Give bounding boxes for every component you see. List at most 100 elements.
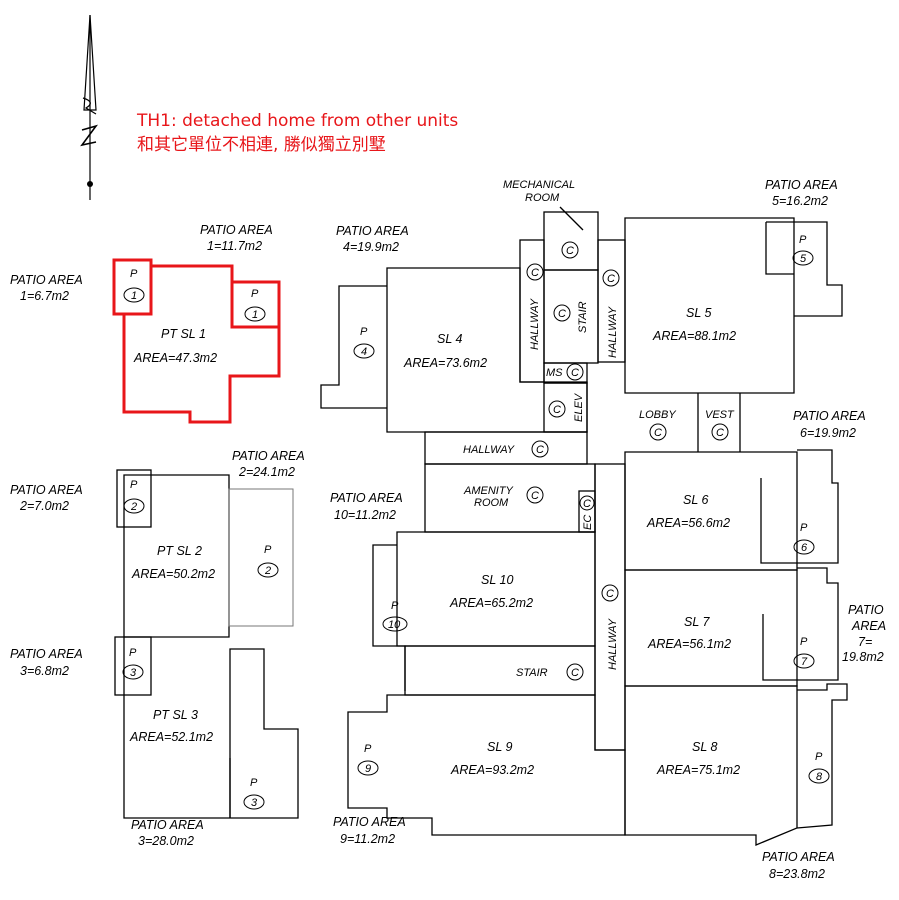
unit-area: AREA=75.1m2 <box>656 763 740 777</box>
svg-text:3: 3 <box>251 797 258 809</box>
amenity-room-label-2: ROOM <box>474 497 509 509</box>
unit-area: AREA=73.6m2 <box>403 356 487 370</box>
unit-area: AREA=56.6m2 <box>646 516 730 530</box>
svg-text:PATIO AREA: PATIO AREA <box>10 273 83 287</box>
mechanical-room-label: MECHANICAL <box>503 179 575 191</box>
patio-label-7: PATIO AREA 7= 19.8m2 <box>842 603 886 664</box>
unit-pt-sl1-outline <box>112 258 281 424</box>
unit-area: AREA=52.1m2 <box>129 730 213 744</box>
common-marker: C <box>531 440 549 458</box>
patio-label-10: PATIO AREA 10=11.2m2 <box>330 491 403 522</box>
patio-marker-3b: P 3 <box>243 777 265 810</box>
svg-text:C: C <box>607 273 615 285</box>
patio-label-6: PATIO AREA 6=19.9m2 <box>793 409 866 440</box>
svg-text:PATIO AREA: PATIO AREA <box>10 647 83 661</box>
svg-text:PATIO: PATIO <box>848 603 884 617</box>
amenity-room-outline <box>424 463 596 533</box>
patio-marker-7: P 7 <box>793 636 815 669</box>
svg-text:19.8m2: 19.8m2 <box>842 650 884 664</box>
patio-marker-2b: P 2 <box>257 544 279 578</box>
unit-name: SL 5 <box>686 306 712 320</box>
svg-text:10: 10 <box>388 619 401 631</box>
vest-label: VEST <box>705 409 735 421</box>
common-marker: C C C C C C <box>526 241 620 418</box>
svg-text:4=19.9m2: 4=19.9m2 <box>343 240 399 254</box>
svg-text:1: 1 <box>252 309 258 321</box>
common-marker: C <box>601 584 619 602</box>
unit-sl5-outline <box>624 217 843 394</box>
svg-text:C: C <box>571 667 579 679</box>
unit-sl8-outline <box>624 683 848 846</box>
svg-text:C: C <box>716 427 724 439</box>
unit-name: SL 8 <box>692 740 718 754</box>
svg-text:PATIO AREA: PATIO AREA <box>10 483 83 497</box>
unit-area: AREA=65.2m2 <box>449 596 533 610</box>
svg-text:3=6.8m2: 3=6.8m2 <box>20 664 69 678</box>
svg-text:2=7.0m2: 2=7.0m2 <box>19 499 69 513</box>
patio-marker-5: P 5 <box>792 234 814 266</box>
svg-text:C: C <box>531 490 539 502</box>
svg-text:P: P <box>129 647 137 659</box>
unit-name: SL 9 <box>487 740 513 754</box>
patio-marker-1a: P 1 <box>123 268 145 303</box>
unit-area: AREA=56.1m2 <box>647 637 731 651</box>
svg-text:1=11.7m2: 1=11.7m2 <box>207 239 262 253</box>
lobby-vest-outline <box>697 393 741 452</box>
annotation-line-1: TH1: detached home from other units <box>136 111 458 131</box>
patio-label-2-upper: PATIO AREA 2=24.1m2 <box>232 449 305 479</box>
lobby-label: LOBBY <box>639 409 676 421</box>
svg-text:C: C <box>654 427 662 439</box>
svg-text:PATIO AREA: PATIO AREA <box>232 449 305 463</box>
unit-sl10-outline <box>372 531 596 691</box>
svg-text:C: C <box>553 404 561 416</box>
svg-text:C: C <box>558 308 566 320</box>
unit-name: PT SL 3 <box>153 708 198 722</box>
patio-marker-10: P 10 <box>382 600 408 632</box>
svg-text:9: 9 <box>365 763 371 775</box>
svg-text:AREA: AREA <box>851 619 886 633</box>
patio-label-2-left: PATIO AREA 2=7.0m2 <box>10 483 83 513</box>
patio-marker-2a: P 2 <box>123 479 145 514</box>
unit-name: PT SL 2 <box>157 544 202 558</box>
svg-text:C: C <box>583 498 591 510</box>
svg-text:P: P <box>250 777 258 789</box>
patio-marker-8: P 8 <box>808 751 830 784</box>
annotation-line-2: 和其它單位不相連, 勝似獨立別墅 <box>137 135 386 155</box>
patio-label-5: PATIO AREA 5=16.2m2 <box>765 178 838 208</box>
svg-text:P: P <box>815 751 823 763</box>
stair-label: STAIR <box>516 667 548 679</box>
hallway-label: HALLWAY <box>529 298 541 350</box>
svg-text:PATIO AREA: PATIO AREA <box>765 178 838 192</box>
svg-text:C: C <box>606 588 614 600</box>
unit-area: AREA=93.2m2 <box>450 763 534 777</box>
svg-text:8: 8 <box>816 771 823 783</box>
svg-text:1=6.7m2: 1=6.7m2 <box>20 289 69 303</box>
unit-name: SL 7 <box>684 615 711 629</box>
svg-text:P: P <box>264 544 272 556</box>
hallway-label: HALLWAY <box>607 306 619 358</box>
svg-text:PATIO AREA: PATIO AREA <box>762 850 835 864</box>
patio-marker-4: P 4 <box>353 326 375 359</box>
svg-text:C: C <box>536 444 544 456</box>
svg-text:P: P <box>251 288 259 300</box>
svg-text:PATIO AREA: PATIO AREA <box>330 491 403 505</box>
ms-label: MS <box>546 367 563 379</box>
patio-marker-6: P 6 <box>793 522 815 555</box>
patio-label-3-left: PATIO AREA 3=6.8m2 <box>10 647 83 678</box>
unit-area: AREA=47.3m2 <box>133 351 217 365</box>
svg-text:5: 5 <box>800 253 807 265</box>
common-marker: C <box>566 663 584 681</box>
svg-text:P: P <box>800 636 808 648</box>
north-arrow-icon <box>80 14 99 200</box>
unit-pt-sl2-outline <box>116 469 294 638</box>
svg-text:PATIO AREA: PATIO AREA <box>200 223 273 237</box>
svg-text:P: P <box>364 743 372 755</box>
svg-text:PATIO AREA: PATIO AREA <box>333 815 406 829</box>
svg-text:10=11.2m2: 10=11.2m2 <box>334 508 396 522</box>
svg-text:C: C <box>566 245 574 257</box>
svg-text:6: 6 <box>801 542 808 554</box>
svg-text:P: P <box>391 600 399 612</box>
unit-pt-sl3-outline <box>114 636 299 819</box>
svg-text:8=23.8m2: 8=23.8m2 <box>769 867 825 881</box>
